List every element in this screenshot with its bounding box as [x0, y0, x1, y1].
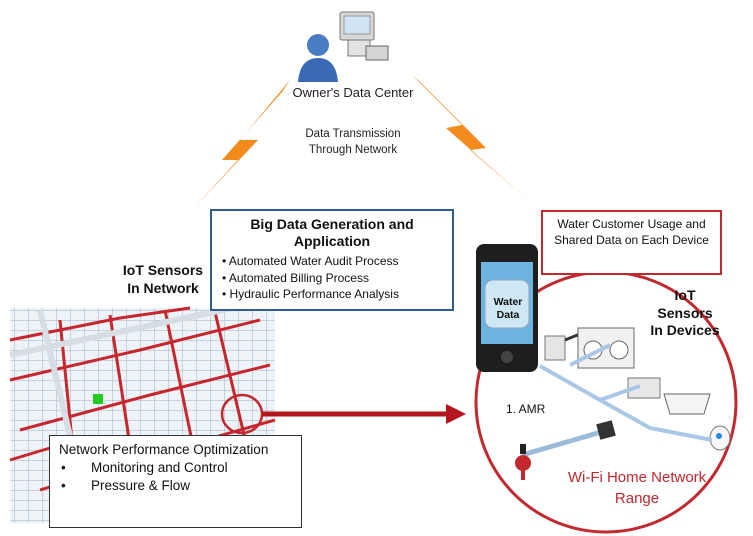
big-data-title: Big Data Generation and Application: [250, 216, 414, 249]
network-performance-title: Network Performance Optimization: [59, 442, 269, 457]
data-center-subtitle: Data Transmission Through Network: [305, 128, 401, 156]
data-center-title: Owner's Data Center: [292, 85, 414, 100]
network-performance-box: Network Performance Optimization •Monito…: [49, 435, 302, 528]
sensor-marker: [93, 394, 103, 404]
network-performance-item: •Monitoring and Control: [61, 460, 228, 475]
connection-arrow: [262, 404, 466, 424]
toilet-icon: [709, 425, 731, 451]
iot-devices-label: IoT Sensors In Devices: [650, 287, 720, 338]
big-data-item: Hydraulic Performance Analysis: [222, 286, 444, 303]
big-data-list: Automated Water Audit Process Automated …: [220, 253, 444, 303]
bathtub-icon: [663, 393, 711, 415]
household-devices: [544, 327, 731, 451]
big-data-item: Automated Billing Process: [222, 270, 444, 287]
iot-network-label: IoT Sensors In Network: [122, 262, 204, 296]
big-data-item: Automated Water Audit Process: [222, 253, 444, 270]
network-performance-item: •Pressure & Flow: [61, 478, 191, 493]
network-performance-list: •Monitoring and Control •Pressure & Flow: [59, 459, 292, 495]
customer-usage-box: Water Customer Usage and Shared Data on …: [541, 210, 722, 275]
data-center-icon: [298, 11, 389, 82]
wifi-range-label: Wi-Fi Home Network Range: [567, 469, 707, 507]
big-data-box: Big Data Generation and Application Auto…: [210, 209, 454, 311]
amr-label: 1. AMR: [506, 402, 546, 416]
home-water-pipes: [539, 343, 713, 442]
smartphone-icon: [476, 244, 538, 372]
right-lightning-bolt-icon: [412, 75, 528, 200]
left-lightning-bolt-icon: [192, 80, 290, 210]
phone-water-data-label: Water Data: [493, 296, 523, 321]
sink-icon: [627, 377, 661, 399]
amr-meter: [515, 420, 616, 480]
